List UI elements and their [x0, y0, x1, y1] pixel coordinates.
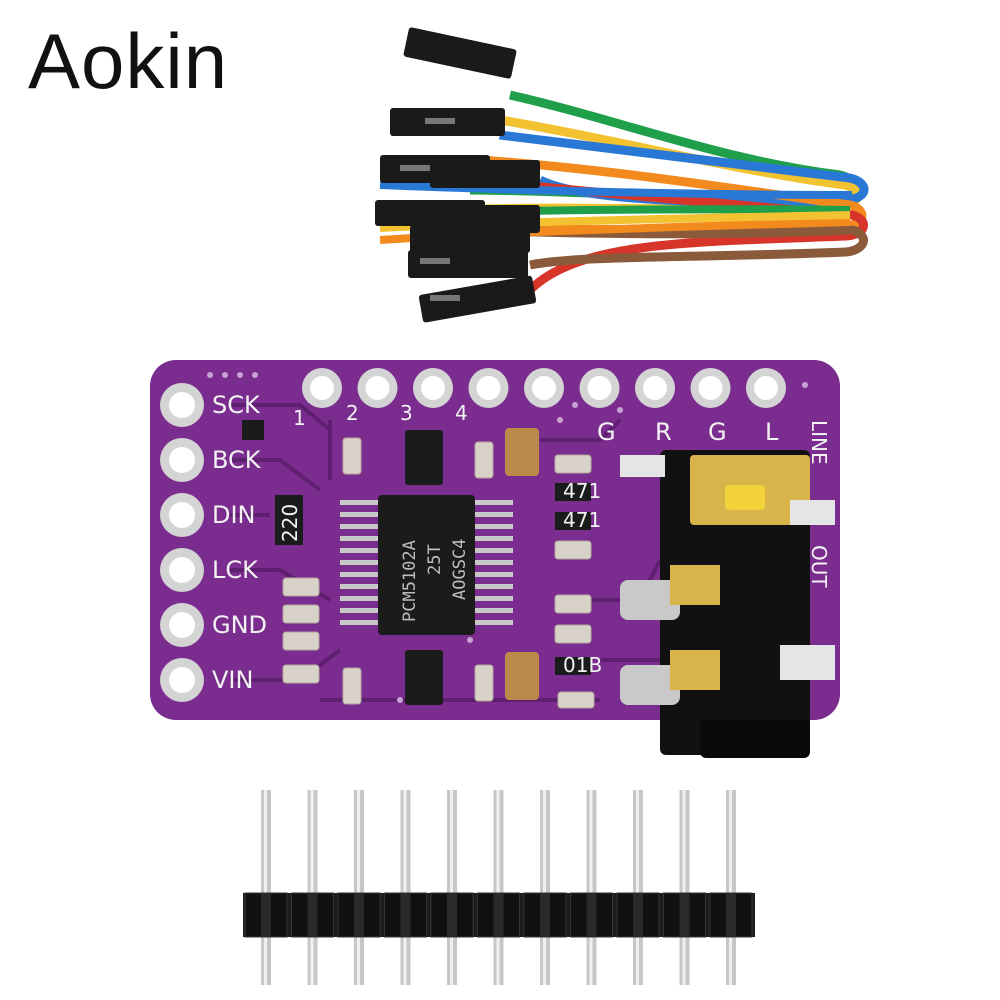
pad-label-g1: G: [597, 418, 616, 446]
pad-number-3: 3: [400, 401, 413, 425]
side-label-out: OUT: [807, 545, 831, 588]
pin-label-sck: SCK: [212, 391, 261, 419]
pin-header-strip: [243, 790, 755, 985]
pad-label-r: R: [655, 418, 672, 446]
pcm5102a-chip: PCM5102A 25T AOGSC4: [340, 495, 513, 635]
pin-label-gnd: GND: [212, 611, 267, 639]
pad-label-l: L: [765, 418, 779, 446]
pad-number-4: 4: [455, 401, 468, 425]
audio-jack: [620, 450, 835, 758]
resistor-471-b: 471: [563, 508, 601, 532]
chip-marking-3: AOGSC4: [450, 539, 470, 600]
pcm5102a-dac-board: SCK BCK DIN LCK GND VIN 1 2 3 4 G R G L …: [150, 360, 840, 758]
resistor-471-a: 471: [563, 479, 601, 503]
brand-logo: Aokin: [28, 17, 229, 105]
jumper-wire-bundle: [375, 27, 869, 323]
pad-number-2: 2: [346, 401, 359, 425]
pad-label-g2: G: [708, 418, 727, 446]
resistor-01b: 01B: [563, 653, 602, 677]
chip-marking-2: 25T: [425, 544, 445, 575]
side-label-line: LINE: [807, 420, 831, 465]
pin-label-lck: LCK: [212, 556, 259, 584]
resistor-array-220: 220: [278, 504, 302, 542]
pad-number-1: 1: [293, 406, 306, 430]
pin-label-vin: VIN: [212, 666, 253, 694]
pin-label-bck: BCK: [212, 446, 262, 474]
pin-label-din: DIN: [212, 501, 256, 529]
chip-marking-1: PCM5102A: [400, 540, 420, 622]
